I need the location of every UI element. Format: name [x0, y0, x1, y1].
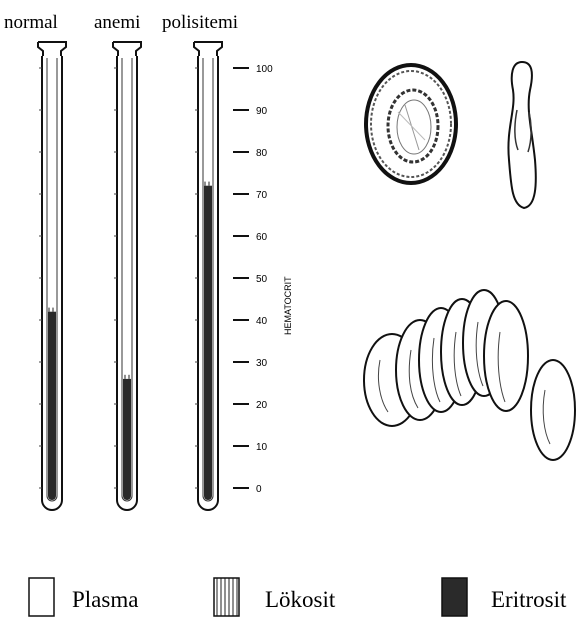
- hematocrit-axis-label: HEMATOCRIT: [283, 276, 293, 335]
- legend-swatch-plasma: [29, 578, 54, 616]
- tube-anemi: [113, 42, 141, 510]
- lokosit-band: [48, 308, 56, 312]
- scale-tick-label: 50: [256, 274, 268, 285]
- eritrosit-column: [48, 312, 56, 500]
- tubes-group: [38, 42, 222, 510]
- scale-tick-label: 10: [256, 442, 268, 453]
- tube-rim: [113, 42, 141, 56]
- rbc-rouleaux: [364, 290, 575, 460]
- hematocrit-scale: 0 10 20 30 40 50 60 70 80 90 100: [233, 64, 273, 495]
- legend-swatch-eritrosit: [442, 578, 467, 616]
- scale-tick-label: 60: [256, 232, 268, 243]
- legend-label-eritrosit: Eritrosit: [491, 587, 567, 612]
- lokosit-band: [204, 182, 212, 186]
- lokosit-band: [123, 375, 131, 379]
- rbc-face-view: [366, 65, 456, 183]
- legend-label-lokosit: Lökosit: [265, 587, 336, 612]
- tube-rim: [38, 42, 66, 56]
- legend-item-plasma: Plasma: [29, 578, 138, 616]
- tube-label-polisitemi: polisitemi: [162, 12, 238, 33]
- tube-polisitemi: [194, 42, 222, 510]
- legend-swatch-lokosit: [214, 578, 239, 616]
- tube-normal: [38, 42, 66, 510]
- eritrosit-column: [123, 379, 131, 500]
- scale-tick-label: 0: [256, 484, 262, 495]
- scale-tick-label: 100: [256, 64, 273, 75]
- scale-tick-label: 70: [256, 190, 268, 201]
- legend-label-plasma: Plasma: [72, 587, 138, 612]
- legend-item-eritrosit: Eritrosit: [442, 578, 567, 616]
- legend-item-lokosit: Lökosit: [214, 578, 336, 616]
- eritrosit-column: [204, 186, 212, 500]
- rbc-side-view: [508, 62, 535, 208]
- scale-tick-label: 80: [256, 148, 268, 159]
- scale-tick-label: 40: [256, 316, 268, 327]
- legend: Plasma Lökosit Eritrosit: [29, 578, 567, 616]
- tube-label-normal: normal: [4, 12, 58, 33]
- tube-label-anemi: anemi: [94, 12, 140, 33]
- scale-tick-label: 30: [256, 358, 268, 369]
- scale-tick-label: 20: [256, 400, 268, 411]
- tube-rim: [194, 42, 222, 56]
- scale-tick-label: 90: [256, 106, 268, 117]
